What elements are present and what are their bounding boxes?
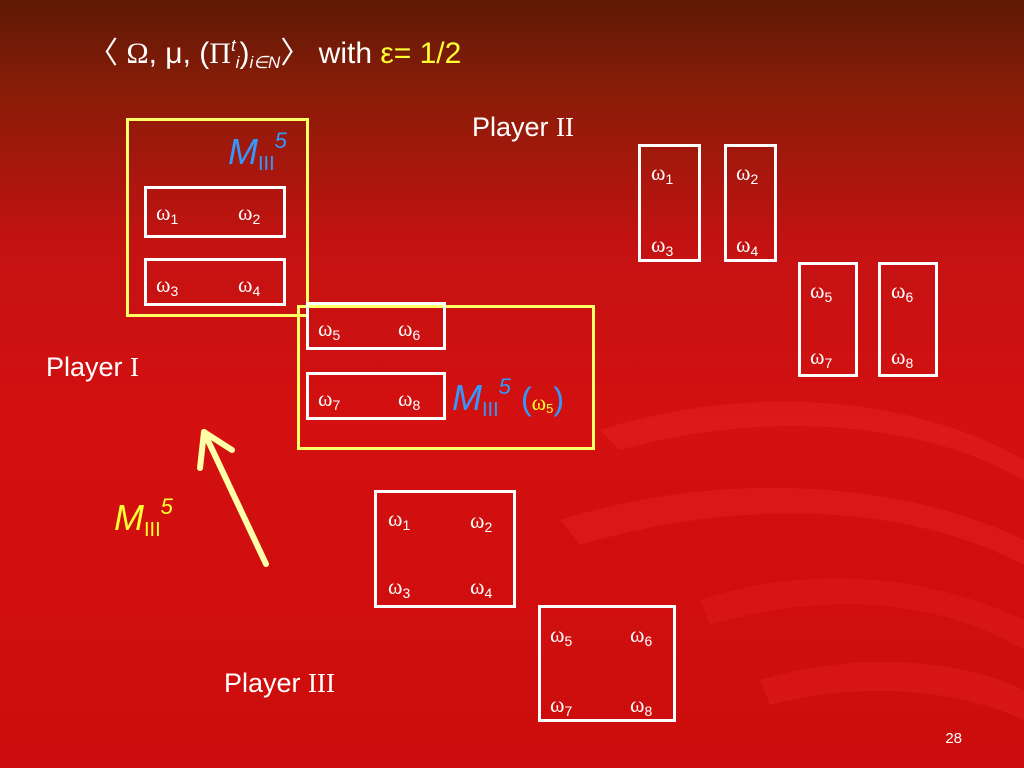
omega-5: ω5 bbox=[810, 278, 833, 305]
m-label-arrow: MIII5 bbox=[114, 494, 173, 542]
player-iii-cell-5-8 bbox=[538, 605, 676, 722]
title-epsilon-value: = 1/2 bbox=[393, 37, 462, 70]
omega-5: ω5 bbox=[318, 316, 341, 343]
omega-2: ω2 bbox=[470, 508, 493, 535]
omega-8: ω8 bbox=[891, 344, 914, 371]
player-ii-cell-1-3 bbox=[638, 144, 701, 262]
omega-5: ω5 bbox=[550, 622, 573, 649]
m-letter: M bbox=[114, 497, 144, 538]
omega-2: ω2 bbox=[736, 160, 759, 187]
player-i-label: Player I bbox=[46, 352, 139, 383]
omega-3: ω3 bbox=[651, 232, 674, 259]
player-iii-cell-1-4 bbox=[374, 490, 516, 608]
player-i-numeral: I bbox=[130, 352, 140, 382]
m-omega5: ω5 bbox=[531, 390, 554, 416]
title-with: with bbox=[310, 37, 381, 70]
m-label-middle: MIII5 (ω5) bbox=[452, 374, 564, 422]
title-epsilon: ε bbox=[380, 37, 394, 70]
omega-7: ω7 bbox=[318, 386, 341, 413]
m-sub: III bbox=[144, 519, 161, 541]
omega-3: ω3 bbox=[156, 272, 179, 299]
player-ii-numeral: II bbox=[556, 112, 575, 142]
page-number: 28 bbox=[945, 730, 962, 747]
m-paren-open: ( bbox=[520, 381, 532, 417]
omega-1: ω1 bbox=[156, 200, 179, 227]
title-close-paren: ) bbox=[239, 37, 250, 70]
player-iii-word: Player bbox=[224, 668, 301, 698]
omega-6: ω6 bbox=[630, 622, 653, 649]
m-sup: 5 bbox=[498, 374, 511, 399]
player-i-cell-1-2 bbox=[144, 186, 286, 238]
player-iii-numeral: III bbox=[308, 668, 336, 698]
omega-8: ω8 bbox=[398, 386, 421, 413]
omega-7: ω7 bbox=[810, 344, 833, 371]
title-omega: Ω bbox=[126, 37, 149, 70]
player-ii-cell-2-4 bbox=[724, 144, 777, 262]
player-i-cell-7-8 bbox=[306, 372, 446, 420]
title-mu: , μ, ( bbox=[148, 37, 210, 70]
player-i-word: Player bbox=[46, 352, 123, 382]
yellow-frame-middle bbox=[297, 305, 595, 450]
omega-1: ω1 bbox=[651, 160, 674, 187]
player-i-cell-3-4 bbox=[144, 258, 286, 306]
omega-4: ω4 bbox=[238, 272, 261, 299]
m-sub: III bbox=[258, 153, 275, 175]
omega-3: ω3 bbox=[388, 574, 411, 601]
omega-6: ω6 bbox=[891, 278, 914, 305]
m-sub: III bbox=[482, 399, 499, 421]
player-ii-cell-5-7 bbox=[798, 262, 858, 377]
title-close-bracket: 〉 bbox=[280, 37, 311, 70]
omega-7: ω7 bbox=[550, 692, 573, 719]
m-sup: 5 bbox=[160, 494, 173, 519]
m-letter: M bbox=[452, 377, 482, 418]
title-pi-sub: i bbox=[235, 53, 240, 72]
player-i-cell-5-6 bbox=[306, 302, 446, 350]
yellow-frame-top bbox=[126, 118, 309, 317]
m-letter: M bbox=[228, 131, 258, 172]
player-ii-label: Player II bbox=[472, 112, 574, 143]
title-index-sub: i∈N bbox=[249, 53, 281, 72]
omega-1: ω1 bbox=[388, 506, 411, 533]
omega-8: ω8 bbox=[630, 692, 653, 719]
m-label-top: MIII5 bbox=[228, 128, 287, 176]
omega-6: ω6 bbox=[398, 316, 421, 343]
title-pi: Π bbox=[209, 37, 231, 70]
omega-4: ω4 bbox=[470, 574, 493, 601]
player-ii-word: Player bbox=[472, 112, 549, 142]
slide-title: 〈 Ω, μ, (Πti)i∈N〉 with ε= 1/2 bbox=[88, 28, 461, 73]
title-pi-sup: t bbox=[230, 36, 236, 55]
omega-4: ω4 bbox=[736, 232, 759, 259]
m-paren-close: ) bbox=[553, 381, 564, 417]
player-ii-cell-6-8 bbox=[878, 262, 938, 377]
omega-2: ω2 bbox=[238, 200, 261, 227]
up-left-arrow-icon bbox=[197, 429, 269, 567]
player-iii-label: Player III bbox=[224, 668, 335, 699]
title-open-bracket: 〈 bbox=[88, 37, 127, 70]
m-sup: 5 bbox=[274, 128, 287, 153]
